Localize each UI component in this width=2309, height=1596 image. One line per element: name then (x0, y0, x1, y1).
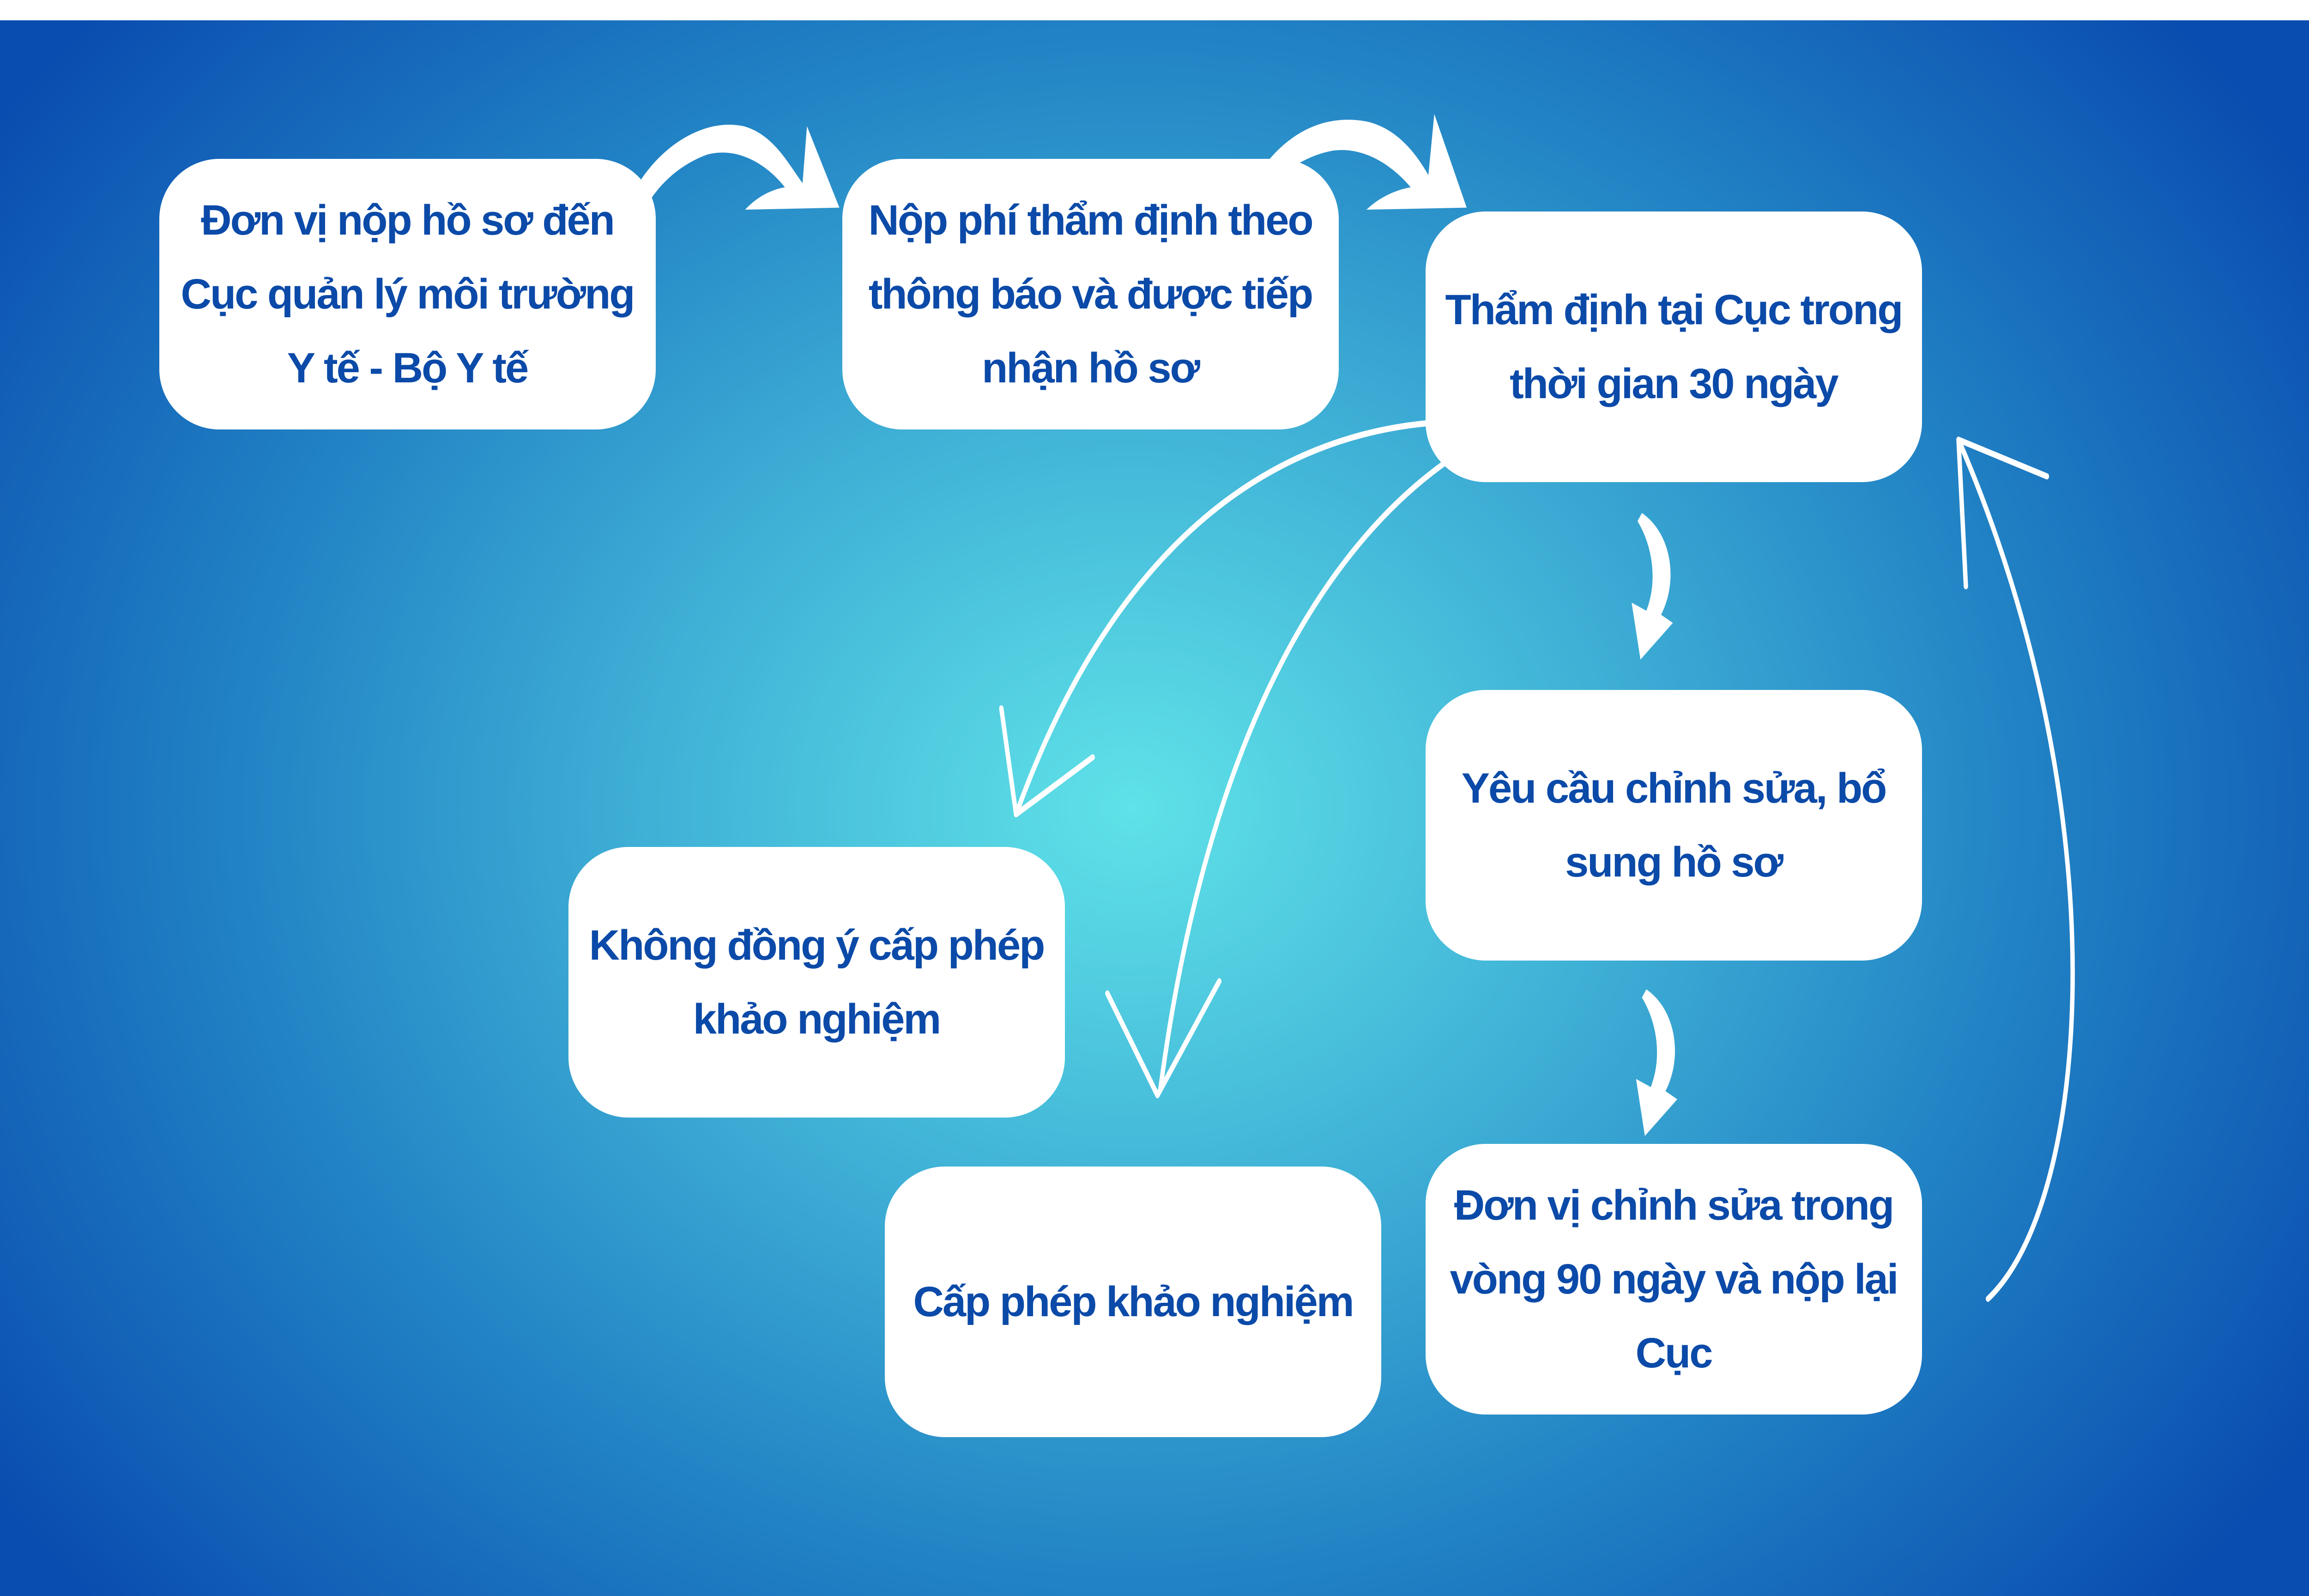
curved-arrow-2-3 (1266, 114, 1467, 210)
arrow-appraise-to-approve-head (1105, 978, 1222, 1099)
step-revision-request: Yêu cầu chỉnh sửa, bổ sung hồ sơ (1425, 690, 1922, 961)
step-text: Cấp phép khảo nghiệm (913, 1278, 1354, 1325)
step-submit-dossier: Đơn vị nộp hồ sơ đến Cục quản lý môi trư… (159, 159, 656, 429)
step-text: Đơn vị chỉnh sửa trong vòng 90 ngày và n… (1450, 1182, 1899, 1377)
step-text: Thẩm định tại Cục trong thời gian 30 ngà… (1445, 286, 1904, 407)
step-text: Đơn vị nộp hồ sơ đến Cục quản lý môi trư… (181, 197, 635, 392)
step-pay-fee: Nộp phí thẩm định theo thông báo và được… (842, 159, 1339, 429)
step-appraisal: Thẩm định tại Cục trong thời gian 30 ngà… (1425, 212, 1922, 482)
arrow-revised-back-to-appraise (1956, 436, 2075, 1302)
step-approve: Cấp phép khảo nghiệm (885, 1167, 1381, 1437)
arrow-appraise-to-reject-head (999, 705, 1095, 817)
down-arrow-request-to-revise (1636, 989, 1678, 1136)
step-revise-resubmit: Đơn vị chỉnh sửa trong vòng 90 ngày và n… (1425, 1144, 1922, 1415)
step-reject: Không đồng ý cấp phép khảo nghiệm (568, 847, 1065, 1118)
arrow-revised-back-head (1956, 436, 2049, 590)
step-text: Nộp phí thẩm định theo thông báo và được… (868, 197, 1313, 392)
arrow-appraise-to-reject (1014, 420, 1428, 817)
down-arrow-appraise-to-request (1632, 513, 1673, 660)
step-text: Yêu cầu chỉnh sửa, bổ sung hồ sơ (1461, 765, 1887, 886)
arrow-appraise-to-approve (1158, 461, 1445, 1092)
step-text: Không đồng ý cấp phép khảo nghiệm (589, 922, 1046, 1043)
curved-arrow-1-2 (636, 124, 840, 210)
